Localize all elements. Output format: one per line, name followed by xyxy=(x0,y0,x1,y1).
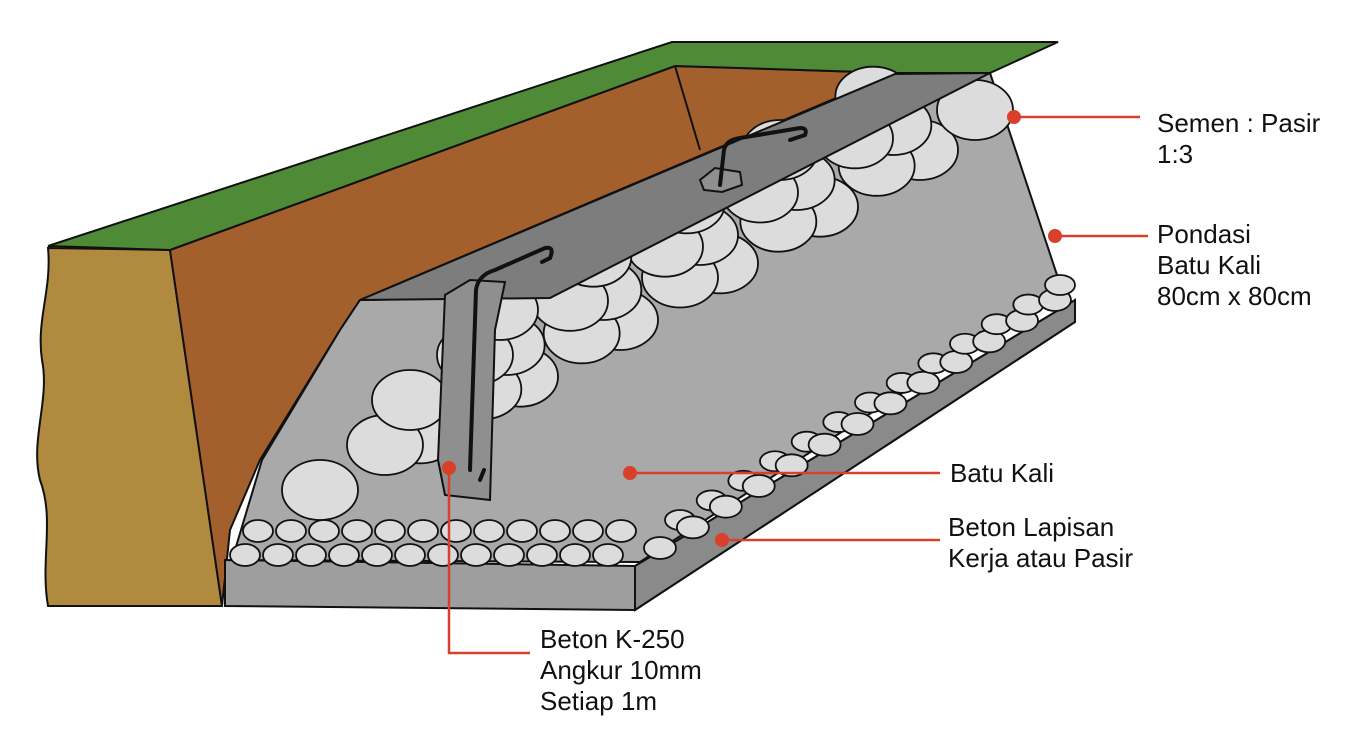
stone xyxy=(281,459,359,521)
stone xyxy=(275,519,307,543)
label-base-layer: Beton Lapisan Kerja atau Pasir xyxy=(948,512,1133,574)
stone xyxy=(708,494,743,519)
stone xyxy=(807,432,842,457)
stone xyxy=(440,519,472,543)
label-line: Pondasi xyxy=(1157,219,1251,249)
stone xyxy=(676,515,710,540)
stone xyxy=(840,412,875,436)
label-foundation: Pondasi Batu Kali 80cm x 80cm xyxy=(1157,219,1312,312)
stone xyxy=(374,519,406,543)
leader-lines xyxy=(447,115,1148,655)
label-anchor: Beton K-250 Angkur 10mm Setiap 1m xyxy=(540,624,702,717)
label-line: Beton K-250 xyxy=(540,624,685,654)
stone xyxy=(572,519,604,543)
stone xyxy=(394,543,426,567)
stone xyxy=(774,453,809,478)
stone xyxy=(460,543,492,567)
leader-dots xyxy=(442,110,1062,547)
anchor-rebar xyxy=(468,125,808,482)
stone xyxy=(873,391,908,416)
stone xyxy=(643,536,677,560)
stone xyxy=(526,543,558,567)
left-soil-block xyxy=(36,246,224,607)
stone xyxy=(427,543,459,567)
stone xyxy=(1044,274,1076,296)
stone xyxy=(559,543,591,567)
stone xyxy=(539,519,571,543)
label-line: 1:3 xyxy=(1157,139,1194,169)
stone xyxy=(229,543,261,567)
stone xyxy=(906,370,941,395)
label-line: Kerja atau Pasir xyxy=(948,543,1133,573)
stone xyxy=(262,543,294,567)
stone xyxy=(371,369,449,431)
stone xyxy=(493,543,525,567)
label-line: Batu Kali xyxy=(1157,250,1262,280)
stone xyxy=(242,519,274,543)
stone xyxy=(605,519,637,543)
stone xyxy=(361,543,393,567)
label-river-stone: Batu Kali xyxy=(950,458,1054,489)
label-line: Beton Lapisan xyxy=(948,512,1115,542)
stone xyxy=(328,543,360,567)
stone xyxy=(308,519,340,543)
stone xyxy=(592,543,624,567)
stone xyxy=(341,519,373,543)
label-mortar-mix: Semen : Pasir 1:3 xyxy=(1157,108,1320,170)
label-line: Semen : Pasir xyxy=(1157,108,1321,138)
stone xyxy=(506,519,538,543)
stone xyxy=(741,474,776,498)
stone xyxy=(295,543,327,567)
stone xyxy=(407,519,439,543)
stone xyxy=(473,519,505,543)
label-line: 80cm x 80cm xyxy=(1157,281,1312,311)
label-line: Batu Kali xyxy=(950,458,1055,488)
label-line: Setiap 1m xyxy=(540,686,658,716)
label-line: Angkur 10mm xyxy=(540,655,702,685)
